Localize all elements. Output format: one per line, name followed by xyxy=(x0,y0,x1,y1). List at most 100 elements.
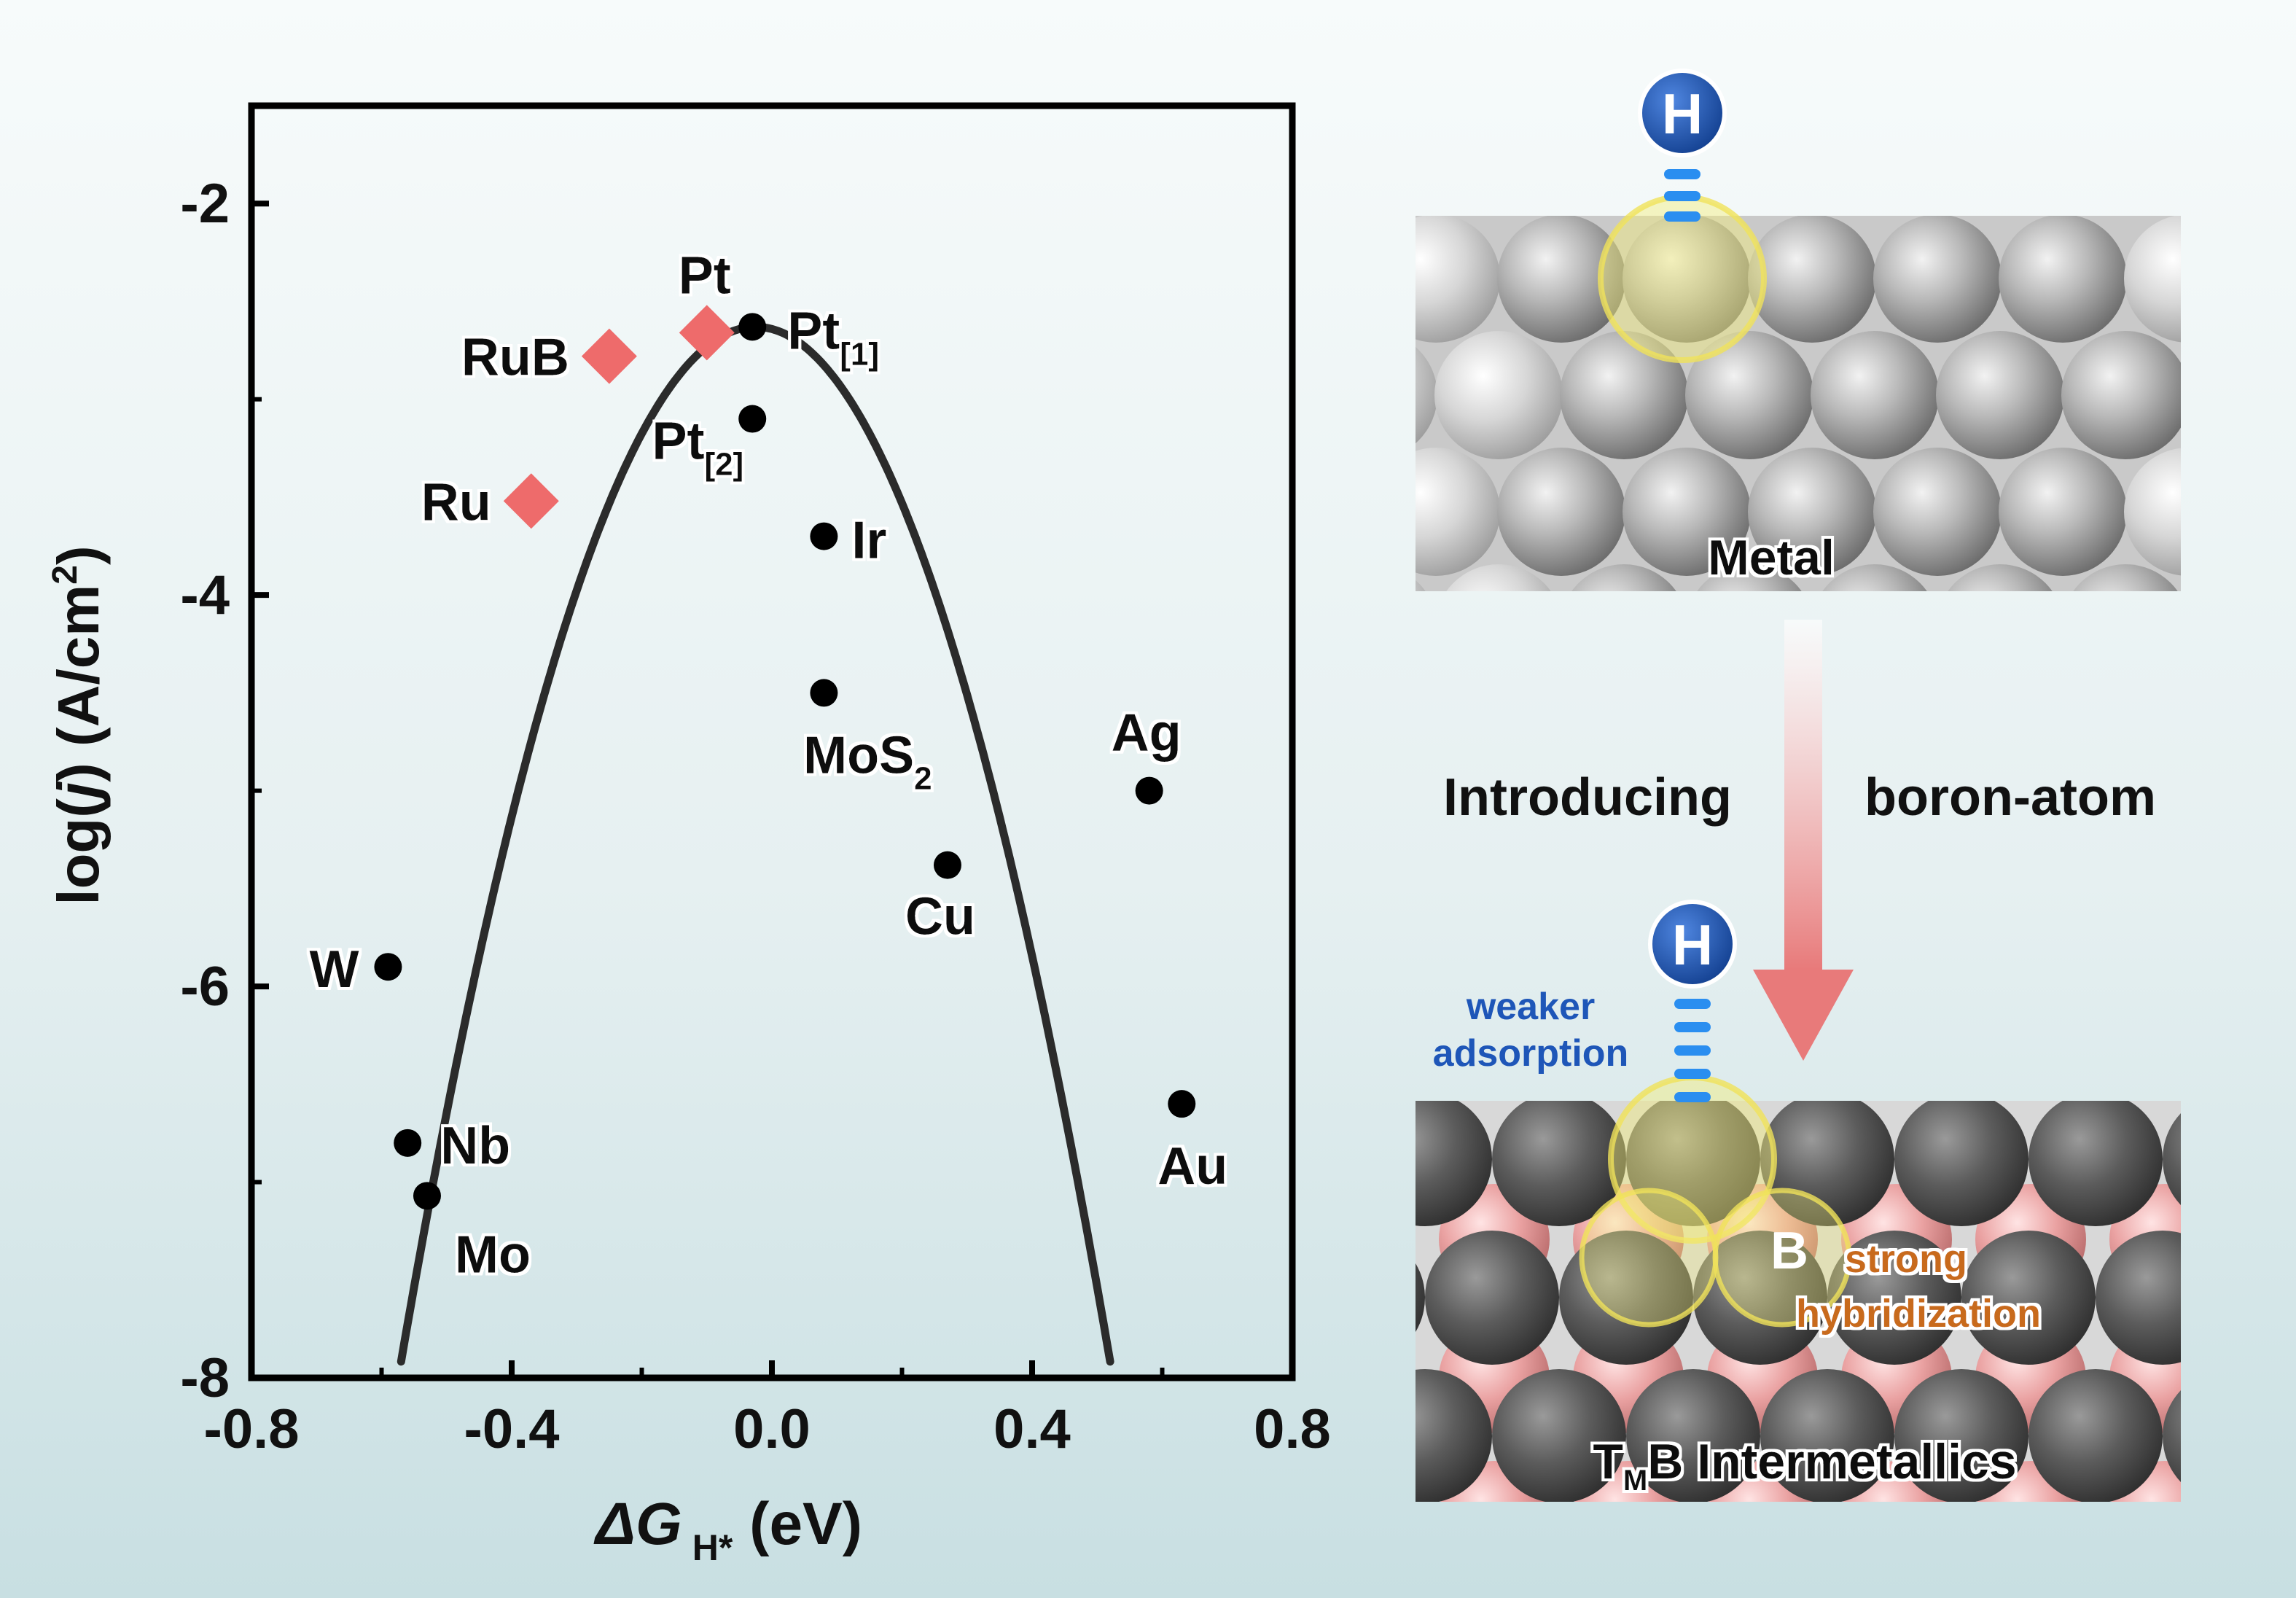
metal-atom xyxy=(1822,564,1927,591)
hydrogen-atom xyxy=(1638,69,1727,157)
x-tick-label: -0.8 xyxy=(204,1398,300,1460)
metal-atom xyxy=(1623,448,1751,576)
data-point-pt-1 xyxy=(738,313,767,341)
metal-atom xyxy=(1748,448,1876,576)
y-tick-label: -6 xyxy=(180,956,230,1018)
strong-label-2: hybridization xyxy=(1796,1292,2041,1336)
weaker-label-1: weaker xyxy=(1466,986,1595,1028)
y-axis-ticks: -2-4-6-8 xyxy=(180,173,269,1409)
transition-metal-atom xyxy=(1894,1101,2028,1226)
y-tick-label: -2 xyxy=(180,173,230,235)
metal-surface-schematic: H Metal xyxy=(1246,69,2296,693)
data-point-ru-diamond xyxy=(503,473,559,529)
data-label: Au xyxy=(1157,1137,1227,1196)
volcano-curve xyxy=(397,322,1114,1366)
metal-atom xyxy=(2124,448,2181,576)
transition-metal-atom xyxy=(1492,1369,1626,1502)
transition-metal-atom xyxy=(1157,1231,1291,1365)
data-label: Nb xyxy=(440,1117,510,1175)
metal-atom xyxy=(1623,216,1751,343)
metal-atom xyxy=(1497,216,1625,343)
data-point-mo xyxy=(413,1182,441,1210)
boron-atom xyxy=(1305,1461,1416,1572)
metal-atom xyxy=(1246,448,1375,576)
transition-metal-atom xyxy=(2163,1390,2181,1483)
boron-atom xyxy=(2244,1461,2296,1572)
metal-atom xyxy=(1697,564,1802,591)
transition-metal-atom xyxy=(1416,1101,1492,1226)
metal-atom xyxy=(1948,564,2053,591)
data-label: Ru xyxy=(421,473,491,531)
transition-metal-atom xyxy=(1425,1231,1559,1365)
weaker-label-2: adsorption xyxy=(1433,1032,1629,1075)
intermetallic-label: TMB Intermetallics xyxy=(1593,1434,2016,1497)
transition-metal-atom xyxy=(2230,1231,2296,1365)
data-label: MoS2 xyxy=(803,726,932,796)
metal-atom xyxy=(1446,564,1551,591)
data-label: W xyxy=(309,940,359,999)
data-label: Pt[2] xyxy=(652,413,743,483)
data-point-cu xyxy=(933,851,961,879)
plot-frame xyxy=(248,102,1296,1381)
hydrogen-atom-bottom xyxy=(1648,900,1737,989)
data-points xyxy=(374,305,1196,1210)
data-point-ir xyxy=(810,522,838,550)
metal-atom xyxy=(2187,564,2296,693)
data-point-ag xyxy=(1135,776,1163,805)
intermetallic-surface-schematic: H weaker adsorption B strong hybridizati… xyxy=(1157,900,2296,1572)
transition-metal-atom xyxy=(1559,1231,1693,1365)
data-point-w xyxy=(374,953,402,981)
metal-atom xyxy=(2249,214,2296,343)
x-tick-label: -0.4 xyxy=(464,1398,560,1460)
x-tick-label: 0.0 xyxy=(733,1398,811,1460)
metal-atom xyxy=(1560,331,1688,459)
transition-metal-atom xyxy=(1626,1369,1760,1502)
data-point-mos-2 xyxy=(810,679,838,707)
data-point-pt-diamond xyxy=(679,305,735,361)
y-tick-label: -4 xyxy=(180,564,230,626)
metal-atom xyxy=(1748,216,1876,343)
transition-metal-atom xyxy=(1693,1231,1827,1365)
transition-metal-atom xyxy=(2028,1101,2163,1226)
transition-arrow xyxy=(1753,620,1854,1061)
transition-metal-atom xyxy=(1416,1263,1425,1333)
metal-atom xyxy=(1873,448,2002,576)
metal-atom xyxy=(1685,331,1813,459)
transition-metal-atom xyxy=(2163,1112,2181,1206)
transition-metal-atom xyxy=(1760,1369,1894,1502)
transition-metal-atom xyxy=(2028,1369,2163,1502)
metal-atom xyxy=(1811,331,1939,459)
x-tick-label: 0.4 xyxy=(993,1398,1071,1460)
hybridization-highlight-left xyxy=(1579,1188,1719,1328)
data-label: Ir xyxy=(851,512,886,570)
metal-atom xyxy=(2124,216,2181,343)
boron-atom xyxy=(2244,1184,2296,1295)
transition-metal-atom xyxy=(1492,1101,1626,1226)
data-label: Pt xyxy=(679,246,731,305)
metal-atom xyxy=(1434,331,1563,459)
metal-atom xyxy=(1873,216,2002,343)
transition-metal-atom xyxy=(1760,1101,1894,1226)
hydrogen-label-bottom: H xyxy=(1672,913,1713,977)
data-point-nb xyxy=(394,1129,422,1157)
transition-metal-atom xyxy=(1894,1369,2028,1502)
metal-atom xyxy=(2249,448,2296,576)
strong-label-1: strong xyxy=(1845,1237,1967,1281)
metal-atom xyxy=(1416,216,1500,343)
metal-atom xyxy=(2187,331,2296,459)
boron-label: B xyxy=(1770,1222,1808,1280)
metal-atom xyxy=(1571,564,1676,591)
metal-atom xyxy=(1999,216,2127,343)
metal-atom xyxy=(1416,448,1500,576)
metal-atom xyxy=(1936,331,2064,459)
data-point-rub-diamond xyxy=(581,328,637,384)
data-point-pt-2 xyxy=(738,405,767,433)
transition-metal-atom xyxy=(1416,1369,1492,1502)
transition-metal-atom xyxy=(1626,1101,1760,1226)
data-label: Mo xyxy=(455,1225,531,1284)
introducing-text: Introducing xyxy=(1443,768,1732,827)
